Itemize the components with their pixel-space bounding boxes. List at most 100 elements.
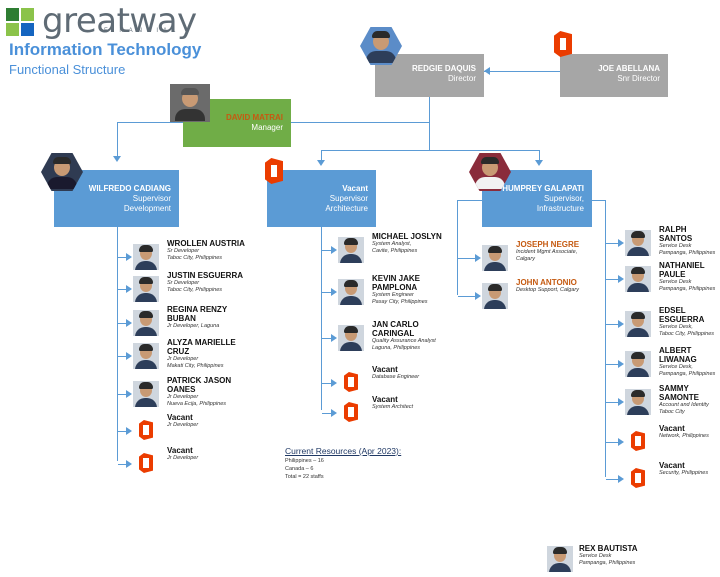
arrow-icon: [331, 246, 337, 254]
member-role: Service Desk: [659, 279, 692, 285]
member-role: System Analyst,: [372, 241, 412, 247]
member-name: WROLLEN AUSTRIA: [167, 239, 245, 248]
member-avatar: [625, 230, 651, 256]
office-logo-icon: [552, 31, 574, 57]
member-name: JOSEPH NEGRE: [516, 240, 580, 249]
vacant-architecture-box: Vacant Supervisor Architecture: [267, 170, 376, 227]
member-name: RALPH SANTOS: [659, 225, 693, 243]
company-logo-mark: [6, 8, 36, 36]
member-role: Incident Mgmt Associate,: [516, 249, 578, 255]
member-role: Laguna, Philippines: [372, 345, 421, 351]
david-avatar: [170, 84, 210, 122]
arrow-icon: [126, 427, 132, 435]
member-role: Account and Identity: [659, 402, 709, 408]
member-role: Pampanga, Philippines: [659, 250, 716, 256]
connector-branch-line: [322, 250, 332, 251]
arrow-icon: [618, 320, 624, 328]
rex-bautista-card: REX BAUTISTA Service Desk Pampanga, Phil…: [579, 544, 638, 566]
resources-heading: Current Resources (Apr 2023):: [285, 446, 402, 456]
arrow-icon: [618, 275, 624, 283]
humprey-galapati-box: HUMPREY GALAPATI Supervisor, Infrastruct…: [482, 170, 592, 227]
arrow-icon: [331, 409, 337, 417]
member-role: Jr Developer: [167, 394, 199, 400]
member-role: Sr Developer: [167, 248, 200, 254]
member-role: Jr Developer: [167, 356, 199, 362]
member-avatar: [625, 266, 651, 292]
member-name: ALYZA MARIELLE CRUZ: [167, 338, 236, 356]
resources-philippines: Philippines – 16: [285, 458, 324, 464]
arrow-icon: [535, 160, 543, 166]
connector-branch-line: [322, 338, 332, 339]
member-name: Vacant: [372, 395, 398, 404]
member-avatar: [625, 389, 651, 415]
arrow-icon: [475, 292, 481, 300]
member-role: Jr Developer, Laguna: [167, 323, 220, 329]
member-avatar: [338, 237, 364, 263]
resources-canada: Canada – 6: [285, 466, 314, 472]
connector-branch-line: [458, 258, 476, 259]
connector-branch-line: [118, 356, 127, 357]
connector-branch-line: [458, 296, 476, 297]
connector-branch-line: [606, 243, 619, 244]
member-name: Vacant: [167, 446, 193, 455]
connector-branch-line: [606, 402, 619, 403]
member-role: Nueva Ecija, Philippines: [167, 401, 227, 407]
arrow-icon: [618, 438, 624, 446]
arrow-icon: [126, 352, 132, 360]
member-role: Jr Developer: [167, 455, 199, 461]
connector-branch-line: [606, 364, 619, 365]
member-name: JUSTIN ESGUERRA: [167, 271, 244, 280]
office-logo-icon: [629, 468, 647, 488]
connector-branch-line: [606, 279, 619, 280]
member-role: Network, Philippines: [659, 433, 709, 439]
connector-dev-tree: [117, 227, 118, 461]
member-role: Taboc City: [659, 409, 685, 415]
member-role: Pasay City, Philippines: [372, 299, 428, 305]
arrow-icon: [475, 254, 481, 262]
arrow-icon: [126, 285, 132, 293]
arrow-icon: [126, 319, 132, 327]
arrow-icon: [331, 334, 337, 342]
connector-branch-line: [606, 479, 619, 480]
member-role: Taboc City, Philippines: [167, 255, 223, 261]
office-logo-icon: [342, 402, 360, 422]
connector-branch: [321, 150, 539, 151]
member-avatar: [133, 310, 159, 336]
member-role: Pampanga, Philippines: [659, 286, 716, 292]
member-role: Taboc City, Philippines: [659, 331, 715, 337]
arrow-icon: [126, 253, 132, 261]
member-name: ALBERT LIWANAG: [659, 346, 697, 364]
member-role: Jr Developer: [167, 422, 199, 428]
arrow-icon: [331, 379, 337, 387]
page-title: Information Technology: [9, 40, 202, 59]
member-role: Security, Philippines: [659, 470, 709, 476]
connector-branch-line: [322, 383, 332, 384]
member-avatar: [338, 325, 364, 351]
member-role: Makati City, Philippines: [167, 363, 224, 369]
office-logo-icon: [629, 431, 647, 451]
member-avatar: [338, 279, 364, 305]
connector-infra-left-top: [457, 200, 482, 201]
member-role: Pampanga, Philippines: [659, 371, 716, 377]
company-logo-subtext: FINANCIAL: [104, 28, 181, 34]
member-name: SAMMY SAMONTE: [659, 384, 699, 402]
member-name: PATRICK JASON OANES: [167, 376, 232, 394]
member-role: Database Engineer: [372, 374, 420, 380]
wilfredo-cadiang-box: WILFREDO CADIANG Supervisor Development: [54, 170, 179, 227]
connector-arch-tree: [321, 227, 322, 410]
member-avatar: [482, 245, 508, 271]
connector-branch-line: [118, 289, 127, 290]
member-name: Vacant: [659, 424, 685, 433]
connector-redgie-david: [291, 122, 430, 123]
office-logo-icon: [263, 158, 285, 184]
